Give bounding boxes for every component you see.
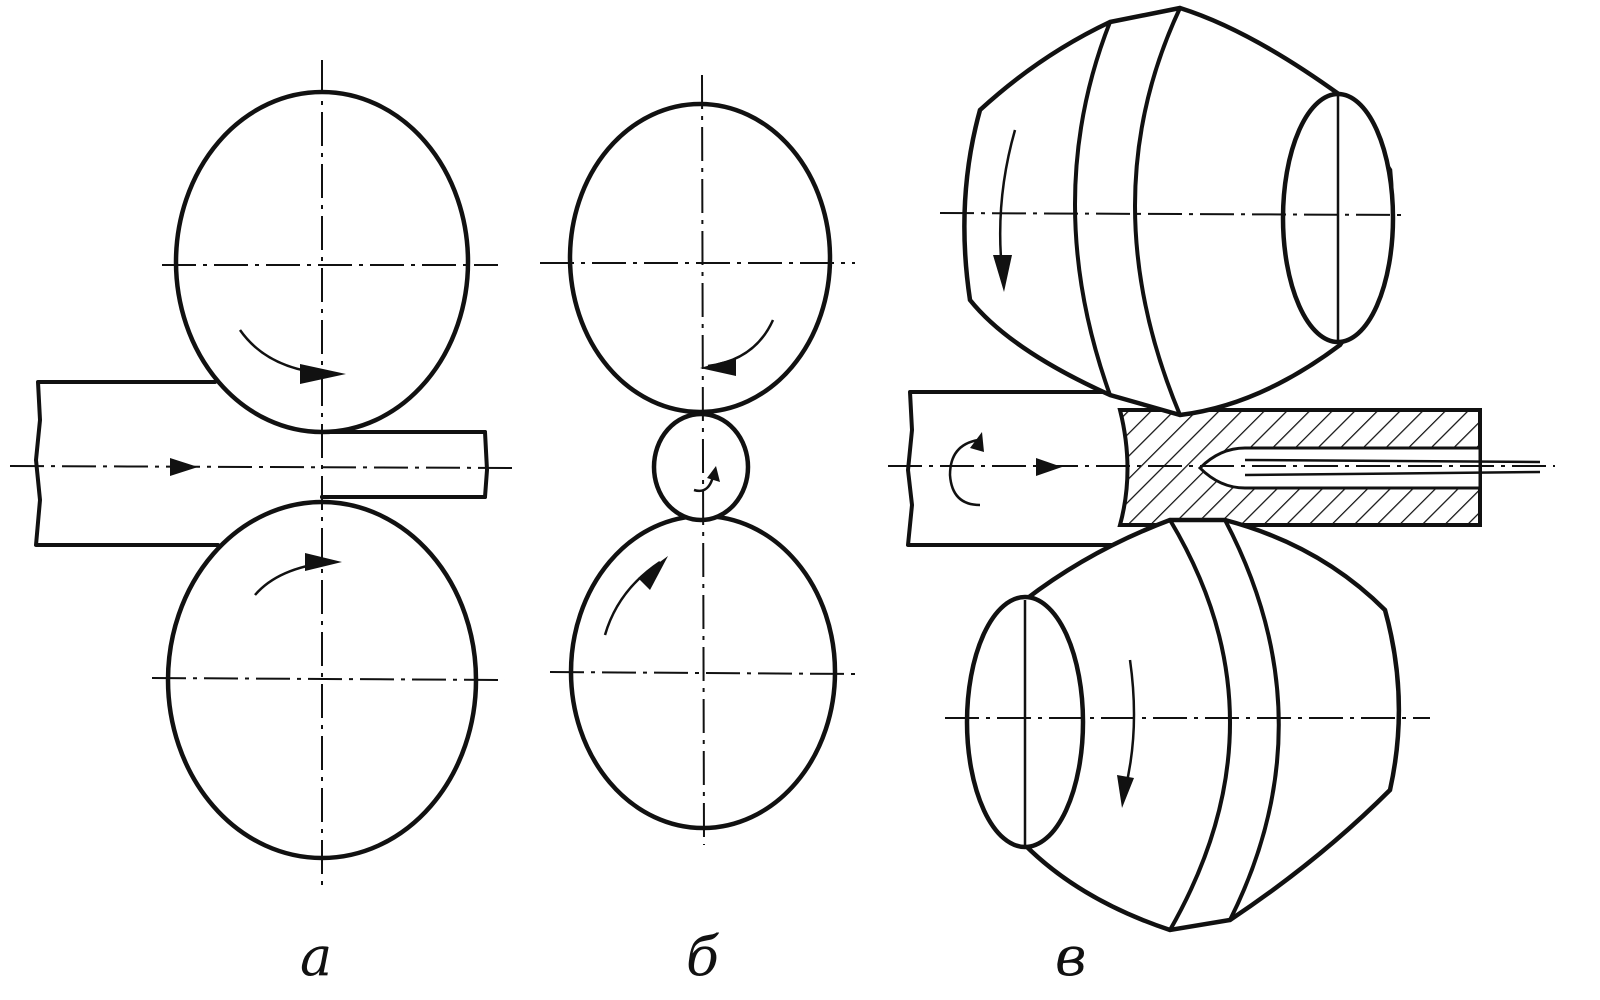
panel-c-lower-roll	[964, 517, 1402, 933]
panel-a-longitudinal-rolling: а	[9, 60, 516, 988]
panel-c-feed-arrow-icon	[1036, 458, 1062, 476]
panel-b-lower-rotation-arrow-icon	[638, 556, 668, 590]
panel-a-exit-strip	[320, 430, 489, 499]
panel-a-lower-rotation-arrow-icon	[305, 553, 342, 571]
panel-c-billet-rotation-arc	[948, 438, 981, 507]
panel-c-lower-rotation-arc	[1123, 659, 1136, 791]
panel-a-rolling-axis	[9, 465, 516, 469]
panel-b-lower-rotation-arc	[603, 560, 661, 636]
panel-b-workpiece	[651, 411, 751, 523]
panel-c-billet	[906, 390, 1122, 547]
panel-c-upper-roll-axis	[939, 212, 1406, 216]
panel-a-workpiece	[34, 380, 220, 547]
panel-a-label: а	[300, 925, 332, 988]
panel-b-label: б	[686, 925, 720, 988]
panel-c-tube-bore	[1197, 446, 1482, 490]
panel-c-label: в	[1055, 925, 1086, 988]
panel-b-vertical-axis	[701, 74, 705, 846]
panel-c-helical-piercing: в	[888, 5, 1555, 988]
panel-a-lower-roll-axis	[151, 677, 506, 681]
panel-c-upper-roll	[962, 5, 1396, 418]
panel-b-workpiece-rotation-arrow-icon	[707, 466, 720, 482]
panel-b-upper-roll	[567, 101, 833, 415]
panel-c-mandrel-rod	[1244, 458, 1541, 464]
panel-a-upper-rotation-arrow-icon	[300, 364, 346, 384]
panel-c-billet-rotation-arrow-icon	[970, 432, 984, 452]
panel-c-upper-rotation-arrow-icon	[993, 255, 1012, 292]
panel-a-feed-arrow-icon	[170, 458, 198, 476]
panel-b-cross-rolling: б	[540, 74, 856, 988]
panel-b-upper-rotation-arrow-icon	[700, 358, 736, 376]
panel-c-upper-rotation-arc	[998, 129, 1017, 271]
panel-c-lower-rotation-arrow-icon	[1117, 775, 1134, 808]
